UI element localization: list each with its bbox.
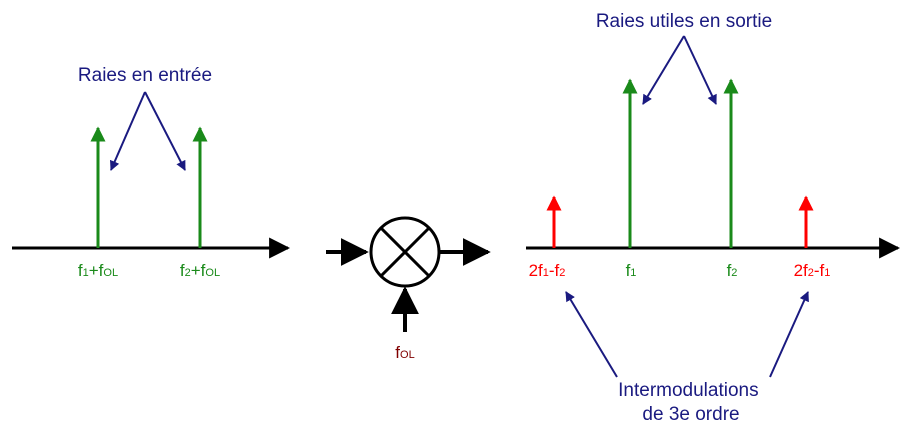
output-tick-label-2f1-minus-f2: 2f1-f2 xyxy=(529,261,566,280)
output-tick-label-2f2-minus-f1: 2f2-f1 xyxy=(794,261,831,280)
output-annotation-arrow-left xyxy=(642,35,685,105)
input-spectrum: Raies en entrée f1+fOL f2+fOL xyxy=(12,65,291,280)
output-annotation-bottom-arrow-right xyxy=(769,291,809,378)
mixer: fOL xyxy=(326,216,491,362)
input-annotation-label: Raies en entrée xyxy=(78,65,212,86)
output-annotation-bottom-arrow-left xyxy=(565,291,618,378)
output-tick-label-f2: f2 xyxy=(727,261,738,280)
input-annotation-arrow-right xyxy=(144,91,186,171)
output-spectrum: Raies utiles en sortie 2f1-f2 f1 f2 2f2-… xyxy=(526,11,901,425)
input-tick-label-f2-plus-fol: f2+fOL xyxy=(180,261,220,280)
output-annotation-top-label: Raies utiles en sortie xyxy=(596,11,772,32)
mixer-lo-label: fOL xyxy=(395,343,414,362)
output-annotation-bottom-label: Intermodulations de 3e ordre xyxy=(618,380,764,425)
output-tick-label-f1: f1 xyxy=(626,261,637,280)
mixer-cross-line-2 xyxy=(379,226,431,278)
input-annotation-arrow-left xyxy=(110,91,146,171)
output-annotation-arrow-right xyxy=(683,35,717,105)
input-tick-label-f1-plus-fol: f1+fOL xyxy=(78,261,118,280)
